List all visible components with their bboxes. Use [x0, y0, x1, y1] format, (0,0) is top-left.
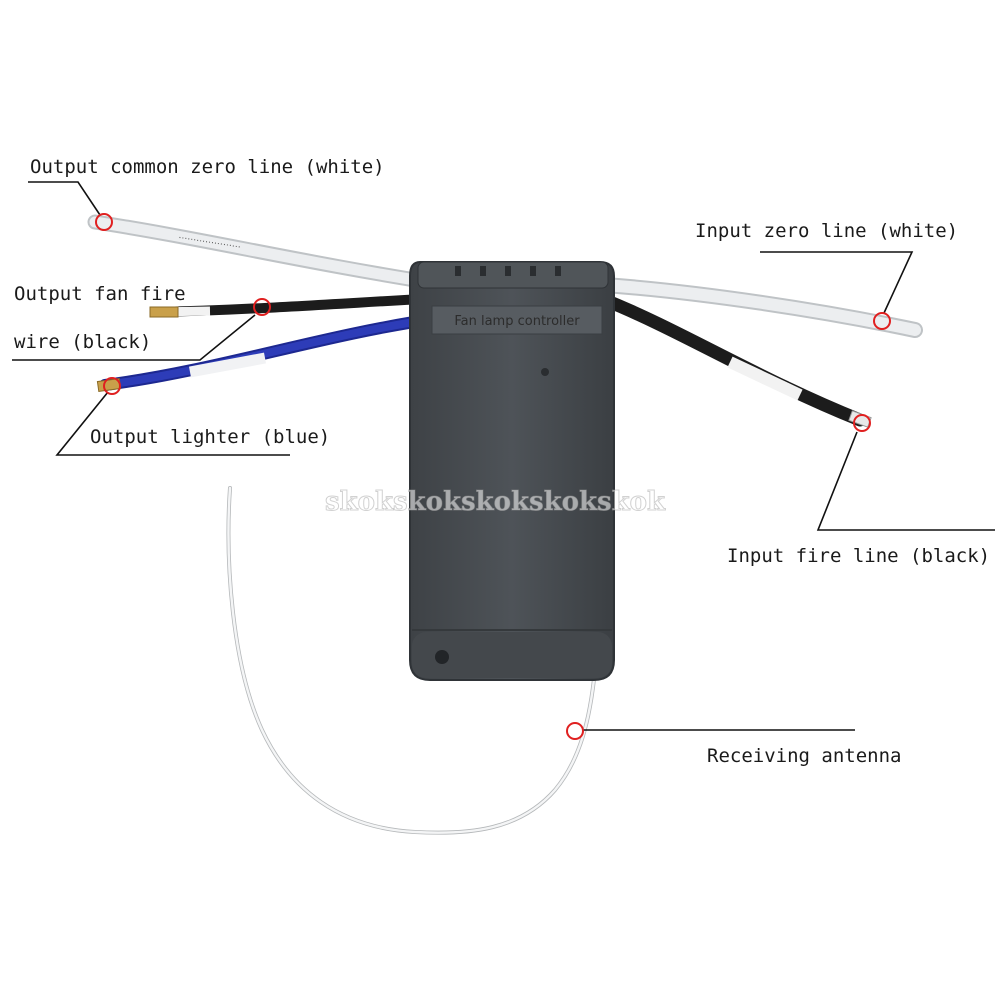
- watermark: skokskokskokskokskok: [325, 487, 666, 517]
- label-input-zero: Input zero line (white): [695, 220, 958, 242]
- leader-output-lighter: [55, 391, 290, 456]
- indicator-led: [541, 368, 549, 376]
- leader-output-fan-fire: [12, 314, 256, 361]
- wire-antenna: [226, 486, 597, 835]
- controller-housing: Fan lamp controller: [409, 261, 615, 681]
- label-antenna: Receiving antenna: [707, 745, 901, 767]
- label-output-lighter: Output lighter (blue): [90, 426, 330, 448]
- device-label: Fan lamp controller: [454, 314, 580, 329]
- wires: ⋯⋯⋯⋯⋯⋯⋯: [87, 214, 923, 835]
- marker-antenna: [566, 722, 584, 740]
- housing-bottom: [412, 632, 612, 678]
- leader-input-fire: [816, 431, 995, 531]
- marker-output-fan-fire: [253, 298, 271, 316]
- marker-input-zero: [873, 312, 891, 330]
- wire-input-fire: [598, 293, 872, 428]
- housing-top-cap: [417, 261, 609, 289]
- label-output-fan-fire-line2: wire (black): [14, 331, 151, 353]
- wire-input-zero: [597, 277, 923, 338]
- wire-output-lighter: [96, 312, 446, 393]
- wire-output-fan-fire: [149, 293, 445, 318]
- wire-output-common-zero: ⋯⋯⋯⋯⋯⋯⋯: [87, 214, 448, 292]
- device-label-plate: [431, 305, 603, 335]
- label-output-fan-fire-line1: Output fan fire: [14, 283, 186, 305]
- housing-vents: [455, 266, 561, 276]
- housing-button-hole: [435, 650, 449, 664]
- label-output-common-zero: Output common zero line (white): [30, 156, 385, 178]
- marker-output-lighter: [103, 377, 121, 395]
- leader-lines: [12, 181, 995, 731]
- markers: [95, 213, 891, 740]
- marker-output-common-zero: [95, 213, 113, 231]
- marker-input-fire: [853, 414, 871, 432]
- fan-fire-terminal: [149, 306, 179, 318]
- labels: Output common zero line (white) Output f…: [14, 156, 990, 767]
- leader-input-zero: [760, 251, 914, 314]
- leader-output-common-zero: [28, 181, 101, 216]
- label-input-fire: Input fire line (black): [727, 545, 990, 567]
